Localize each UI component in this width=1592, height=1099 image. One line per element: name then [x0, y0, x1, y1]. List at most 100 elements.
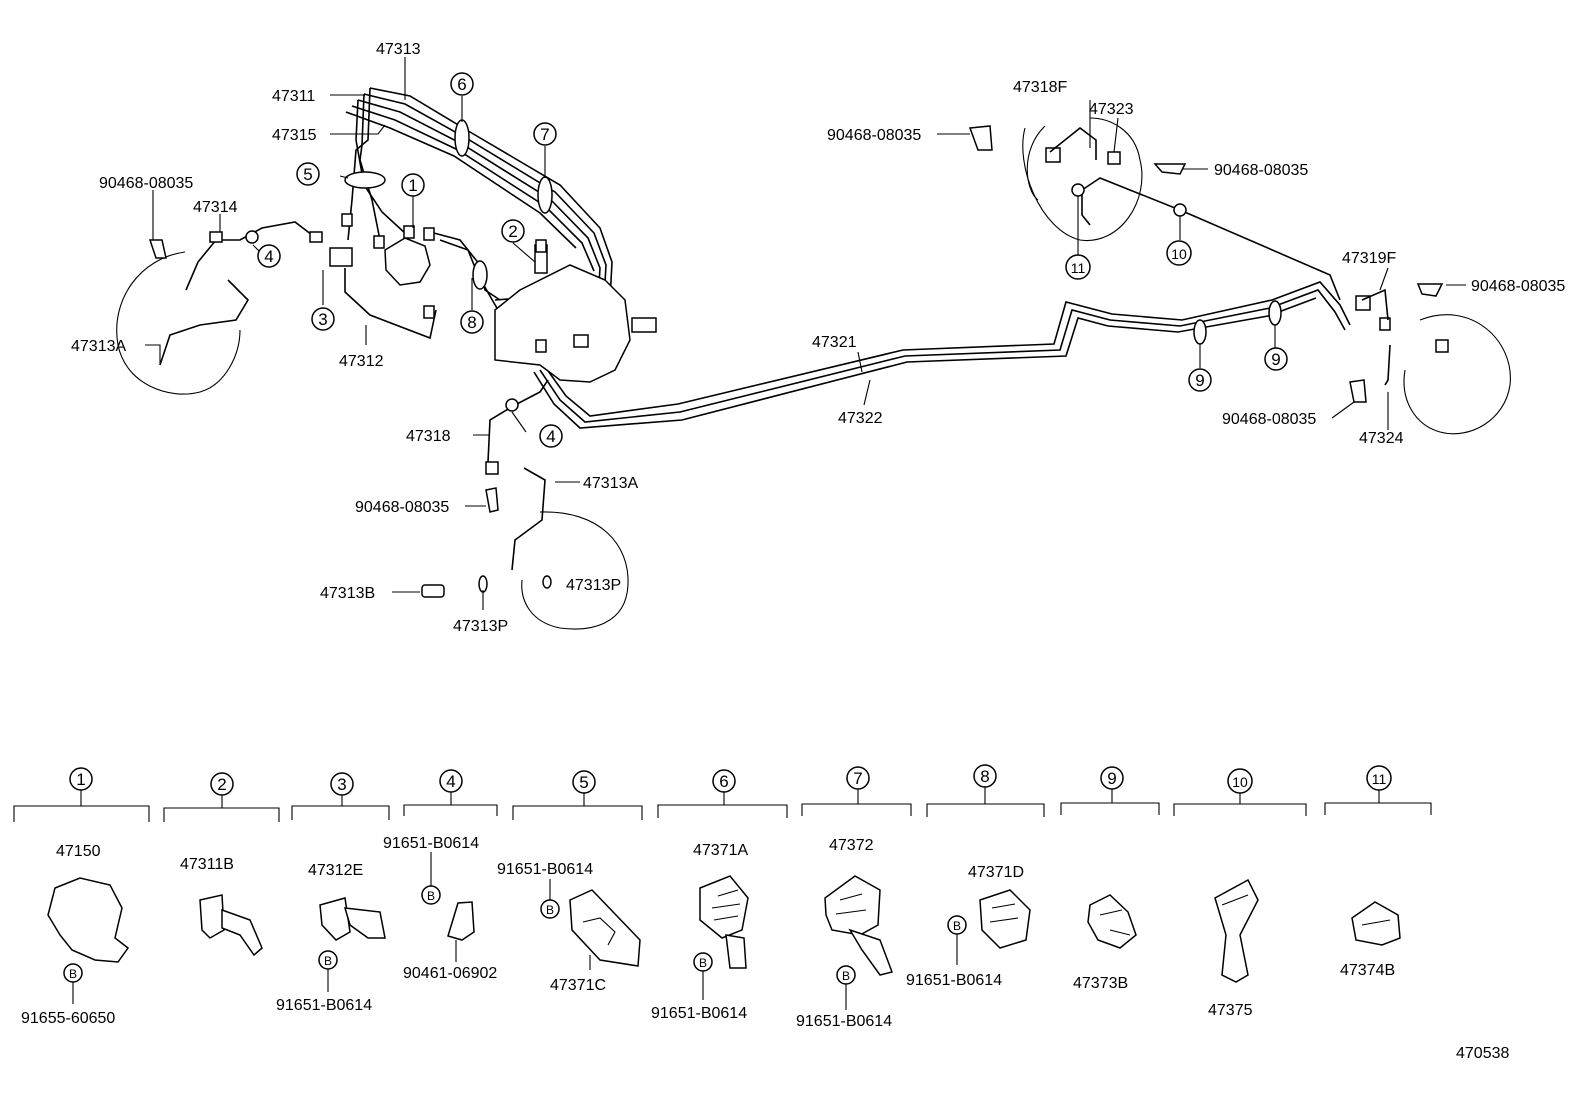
label-47313p-a: 47313P — [453, 618, 508, 635]
label-47374b: 47374B — [1340, 962, 1395, 979]
label-91651-b0614-g6: 91651-B0614 — [651, 1005, 747, 1022]
clip-4-b — [505, 398, 519, 412]
clamp-7 — [537, 176, 553, 214]
clamp-8 — [472, 260, 488, 290]
legend-group-8: 8 47371D B 91651-B0614 — [906, 764, 1045, 989]
circle-9-top-a: 9 — [1188, 368, 1212, 392]
svg-text:8: 8 — [980, 767, 989, 786]
label-47319f: 47319F — [1342, 250, 1396, 267]
top-callouts: 47313 47311 47315 90468-08035 47314 4731… — [71, 41, 1565, 635]
label-90468-mid: 90468-08035 — [355, 499, 449, 516]
label-47311b: 47311B — [180, 856, 234, 873]
clip-4-a — [245, 230, 259, 244]
brake-booster — [494, 244, 657, 383]
legend-group-6: 6 47371A B 91651-B0614 — [651, 769, 788, 1022]
legend-groups: 1 47150 B 91655-60650 2 47311B 3 47312E … — [13, 764, 1432, 1030]
label-47371d: 47371D — [968, 864, 1024, 881]
label-91651-b0614-g4: 91651-B0614 — [383, 835, 479, 852]
svg-text:6: 6 — [719, 772, 728, 791]
label-91655-60650: 91655-60650 — [21, 1010, 115, 1027]
svg-text:9: 9 — [1271, 350, 1280, 369]
label-47318f: 47318F — [1013, 79, 1067, 96]
svg-text:B: B — [699, 956, 707, 970]
label-90468-right2: 90468-08035 — [1471, 278, 1565, 295]
circle-8-top: 8 — [460, 310, 484, 334]
brake-drums — [116, 117, 1511, 630]
legend-group-2: 2 47311B — [163, 772, 280, 957]
legend-group-11: 11 47374B — [1324, 765, 1432, 979]
circle-2-top: 2 — [501, 219, 525, 243]
label-47313b: 47313B — [320, 585, 375, 602]
label-47373b: 47373B — [1073, 975, 1128, 992]
label-47315: 47315 — [272, 127, 317, 144]
svg-text:B: B — [546, 903, 554, 917]
figure-code: 470538 — [1456, 1045, 1509, 1062]
label-47313a-left: 47313A — [71, 338, 126, 355]
legend-group-7: 7 47372 B 91651-B0614 — [796, 766, 912, 1030]
circle-11-top: 11 — [1065, 254, 1091, 280]
circle-3-top: 3 — [311, 307, 335, 331]
svg-text:5: 5 — [303, 165, 312, 184]
svg-text:2: 2 — [217, 775, 226, 794]
label-90461-06902: 90461-06902 — [403, 965, 497, 982]
label-47314: 47314 — [193, 199, 238, 216]
clamp-6 — [454, 119, 470, 157]
legend-group-9: 9 47373B — [1060, 766, 1160, 992]
circle-1-top: 1 — [401, 173, 425, 197]
brake-tube-bundle-front — [185, 87, 1351, 471]
svg-text:B: B — [842, 969, 850, 983]
label-47312e: 47312E — [308, 862, 363, 879]
label-90468-right1: 90468-08035 — [1214, 162, 1308, 179]
clamp-5 — [344, 171, 386, 189]
label-47321: 47321 — [812, 334, 857, 351]
svg-text:6: 6 — [457, 75, 466, 94]
brake-hoses — [159, 126, 1391, 571]
label-90468-right3: 90468-08035 — [1222, 411, 1316, 428]
legend-group-1: 1 47150 B 91655-60650 — [13, 767, 150, 1027]
circle-10-top: 10 — [1166, 240, 1192, 266]
label-47313a-mid: 47313A — [583, 475, 638, 492]
top-circled-numbers: 1 2 3 4 4 5 6 7 8 9 9 10 11 — [257, 72, 1288, 448]
label-47371c: 47371C — [550, 977, 606, 994]
label-47372: 47372 — [829, 837, 874, 854]
legend-group-5: 5 91651-B0614 B 47371C — [497, 770, 643, 994]
bracket-3 — [329, 247, 353, 267]
label-47371a: 47371A — [693, 842, 748, 859]
svg-text:8: 8 — [467, 313, 476, 332]
legend-group-10: 10 47375 — [1173, 768, 1307, 1019]
svg-text:4: 4 — [264, 247, 273, 266]
legend-group-3: 3 47312E B 91651-B0614 — [276, 772, 390, 1014]
circle-4-top-b: 4 — [539, 424, 563, 448]
svg-text:1: 1 — [408, 176, 417, 195]
svg-text:4: 4 — [546, 427, 555, 446]
svg-text:10: 10 — [1232, 774, 1248, 790]
clip-90468-icons — [148, 125, 1444, 598]
circle-9-top-b: 9 — [1264, 347, 1288, 371]
svg-text:9: 9 — [1195, 371, 1204, 390]
label-47311: 47311 — [272, 88, 315, 105]
svg-text:7: 7 — [540, 125, 549, 144]
label-47313: 47313 — [376, 41, 421, 58]
svg-text:B: B — [69, 967, 77, 981]
circle-6-top: 6 — [450, 72, 474, 96]
label-90468-left: 90468-08035 — [99, 175, 193, 192]
clip-11 — [1071, 183, 1085, 197]
label-47322: 47322 — [838, 410, 883, 427]
label-47375: 47375 — [1208, 1002, 1253, 1019]
svg-text:B: B — [953, 919, 961, 933]
svg-text:B: B — [427, 889, 435, 903]
circle-4-top-a: 4 — [257, 244, 281, 268]
svg-text:B: B — [324, 954, 332, 968]
svg-text:9: 9 — [1107, 769, 1116, 788]
label-47318: 47318 — [406, 428, 451, 445]
label-90468-topright: 90468-08035 — [827, 127, 921, 144]
label-47150: 47150 — [56, 843, 101, 860]
proportioning-valve — [384, 237, 431, 286]
label-91651-b0614-g8: 91651-B0614 — [906, 972, 1002, 989]
clamp-9-b — [1268, 300, 1282, 326]
label-47312: 47312 — [339, 353, 384, 370]
clip-10 — [1173, 203, 1187, 217]
svg-text:11: 11 — [1071, 260, 1086, 276]
label-91651-b0614-g7: 91651-B0614 — [796, 1013, 892, 1030]
